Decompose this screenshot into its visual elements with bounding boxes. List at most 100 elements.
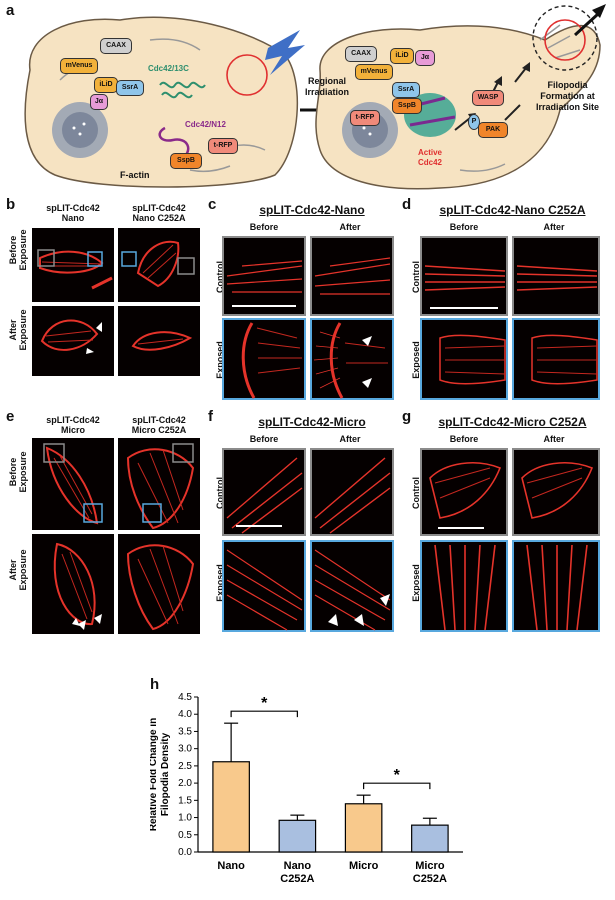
panel-label-c: c — [208, 196, 217, 213]
panel-label-g: g — [402, 408, 412, 425]
ilid-tag-right: iLiD — [390, 48, 414, 64]
ilid-tag: iLiD — [94, 77, 118, 93]
panel-g-exposed-before — [420, 540, 508, 632]
panel-b-nano-after — [32, 306, 114, 376]
cdc42-n12-label: Cdc42/N12 — [185, 120, 226, 129]
panel-c-control-before — [222, 236, 306, 316]
ja-tag-right: Jα — [415, 50, 435, 66]
x-tick-label: C252A — [413, 873, 447, 885]
ssra-tag: SsrA — [116, 80, 144, 96]
panel-label-d: d — [402, 196, 412, 213]
significance-star: * — [261, 695, 268, 712]
panel-label-e: e — [6, 408, 15, 425]
panel-c-title: spLIT-Cdc42-Nano — [259, 203, 365, 217]
panel-e-row1: Before Exposure — [8, 451, 28, 493]
panel-f-exposed-before — [222, 540, 306, 632]
panel-b-col2: spLIT-Cdc42 Nano C252A — [132, 203, 186, 223]
significance-star: * — [394, 767, 401, 784]
panel-e-micro-after — [32, 534, 114, 634]
panel-f-col2: After — [339, 434, 361, 444]
panel-d-exposed-after — [512, 318, 600, 400]
y-tick-label: 1.0 — [178, 813, 192, 824]
panel-b-row2: After Exposure — [8, 309, 28, 351]
trfp-tag: t-RFP — [208, 138, 238, 154]
panel-c-control-after — [310, 236, 394, 316]
panel-c-col1: Before — [249, 222, 279, 232]
factin-label: F-actin — [120, 170, 150, 180]
cdc42-13c-label: Cdc42/13C — [148, 64, 189, 73]
x-tick-label: Micro — [349, 860, 379, 872]
panel-label-h: h — [150, 676, 160, 693]
panel-g-col2: After — [543, 434, 565, 444]
bar-2 — [344, 803, 383, 853]
y-tick-label: 2.5 — [178, 761, 192, 772]
panel-g-col1: Before — [449, 434, 479, 444]
x-tick-label: Nano — [284, 860, 312, 872]
x-tick-label: Micro — [415, 860, 445, 872]
y-tick-label: 3.0 — [178, 744, 192, 755]
panel-d-control-before — [420, 236, 508, 316]
mvenus-tag: mVenus — [60, 58, 98, 74]
caax-tag: CAAX — [100, 38, 132, 54]
panel-c-exposed-after — [310, 318, 394, 400]
panel-c-exposed-before — [222, 318, 306, 400]
panel-e-c252a-after — [118, 534, 200, 634]
y-tick-label: 0.0 — [178, 847, 192, 858]
x-tick-label: Nano — [217, 860, 245, 872]
panel-c-col2: After — [339, 222, 361, 232]
panel-label-b: b — [6, 196, 16, 213]
wasp-tag: WASP — [472, 90, 504, 106]
panel-e-col2: spLIT-Cdc42 Micro C252A — [131, 415, 187, 435]
active-cdc42-label: Active Cdc42 — [417, 148, 442, 167]
sspb-tag: SspB — [170, 153, 202, 169]
panel-b-row1: Before Exposure — [8, 229, 28, 271]
y-tick-label: 1.5 — [178, 795, 192, 806]
y-tick-label: 0.5 — [178, 830, 192, 841]
y-tick-label: 3.5 — [178, 726, 192, 737]
panel-f-control-after — [310, 448, 394, 536]
panel-d-col1: Before — [449, 222, 479, 232]
panel-b-c252a-after — [118, 306, 200, 376]
panel-e-micro-before — [32, 438, 114, 530]
panel-e-col1: spLIT-Cdc42 Micro — [46, 415, 100, 435]
panel-g-control-after — [512, 448, 600, 536]
panel-f-col1: Before — [249, 434, 279, 444]
bar-1 — [278, 819, 317, 853]
panel-b-nano-before — [32, 228, 114, 302]
bar-0 — [212, 761, 250, 853]
y-tick-label: 4.0 — [178, 709, 192, 720]
panel-e-c252a-before — [118, 438, 200, 530]
panel-g-control-before — [420, 448, 508, 536]
caax-tag-right: CAAX — [345, 46, 377, 62]
significance-bracket — [363, 782, 431, 790]
y-tick-label: 2.0 — [178, 778, 192, 789]
x-tick-label: C252A — [280, 873, 314, 885]
panel-d-title: spLIT-Cdc42-Nano C252A — [439, 203, 586, 217]
panel-d-col2: After — [543, 222, 565, 232]
panel-f-title: spLIT-Cdc42-Micro — [258, 415, 366, 429]
ssra-tag-right: SsrA — [392, 82, 420, 98]
panel-d-control-after — [512, 236, 600, 316]
regional-irradiation-label: Regional Irradiation — [304, 76, 349, 97]
significance-bracket — [230, 710, 298, 718]
sspb-tag-right: SspB — [392, 98, 422, 114]
y-axis-label: Relative Fold Change in — [150, 718, 159, 831]
panel-e-row2: After Exposure — [8, 549, 28, 591]
bar-3 — [411, 824, 449, 853]
ja-tag: Jα — [90, 94, 108, 110]
panel-b-c252a-before — [118, 228, 200, 302]
panel-g-title: spLIT-Cdc42-Micro C252A — [438, 415, 587, 429]
pak-tag: PAK — [478, 122, 508, 138]
panel-d-exposed-before — [420, 318, 508, 400]
filopodia-formation-label: Filopodia Formation at Irradiation Site — [535, 80, 599, 112]
y-axis-label: Filopodia Density — [160, 732, 171, 816]
panel-f-exposed-after — [310, 540, 394, 632]
panel-f-control-before — [222, 448, 306, 536]
mvenus-tag-right: mVenus — [355, 64, 393, 80]
panel-b-col1: spLIT-Cdc42 Nano — [46, 203, 100, 223]
panel-label-a: a — [6, 2, 15, 19]
y-tick-label: 4.5 — [178, 692, 192, 703]
panel-label-f: f — [208, 408, 213, 425]
trfp-tag-right: t-RFP — [350, 110, 380, 126]
